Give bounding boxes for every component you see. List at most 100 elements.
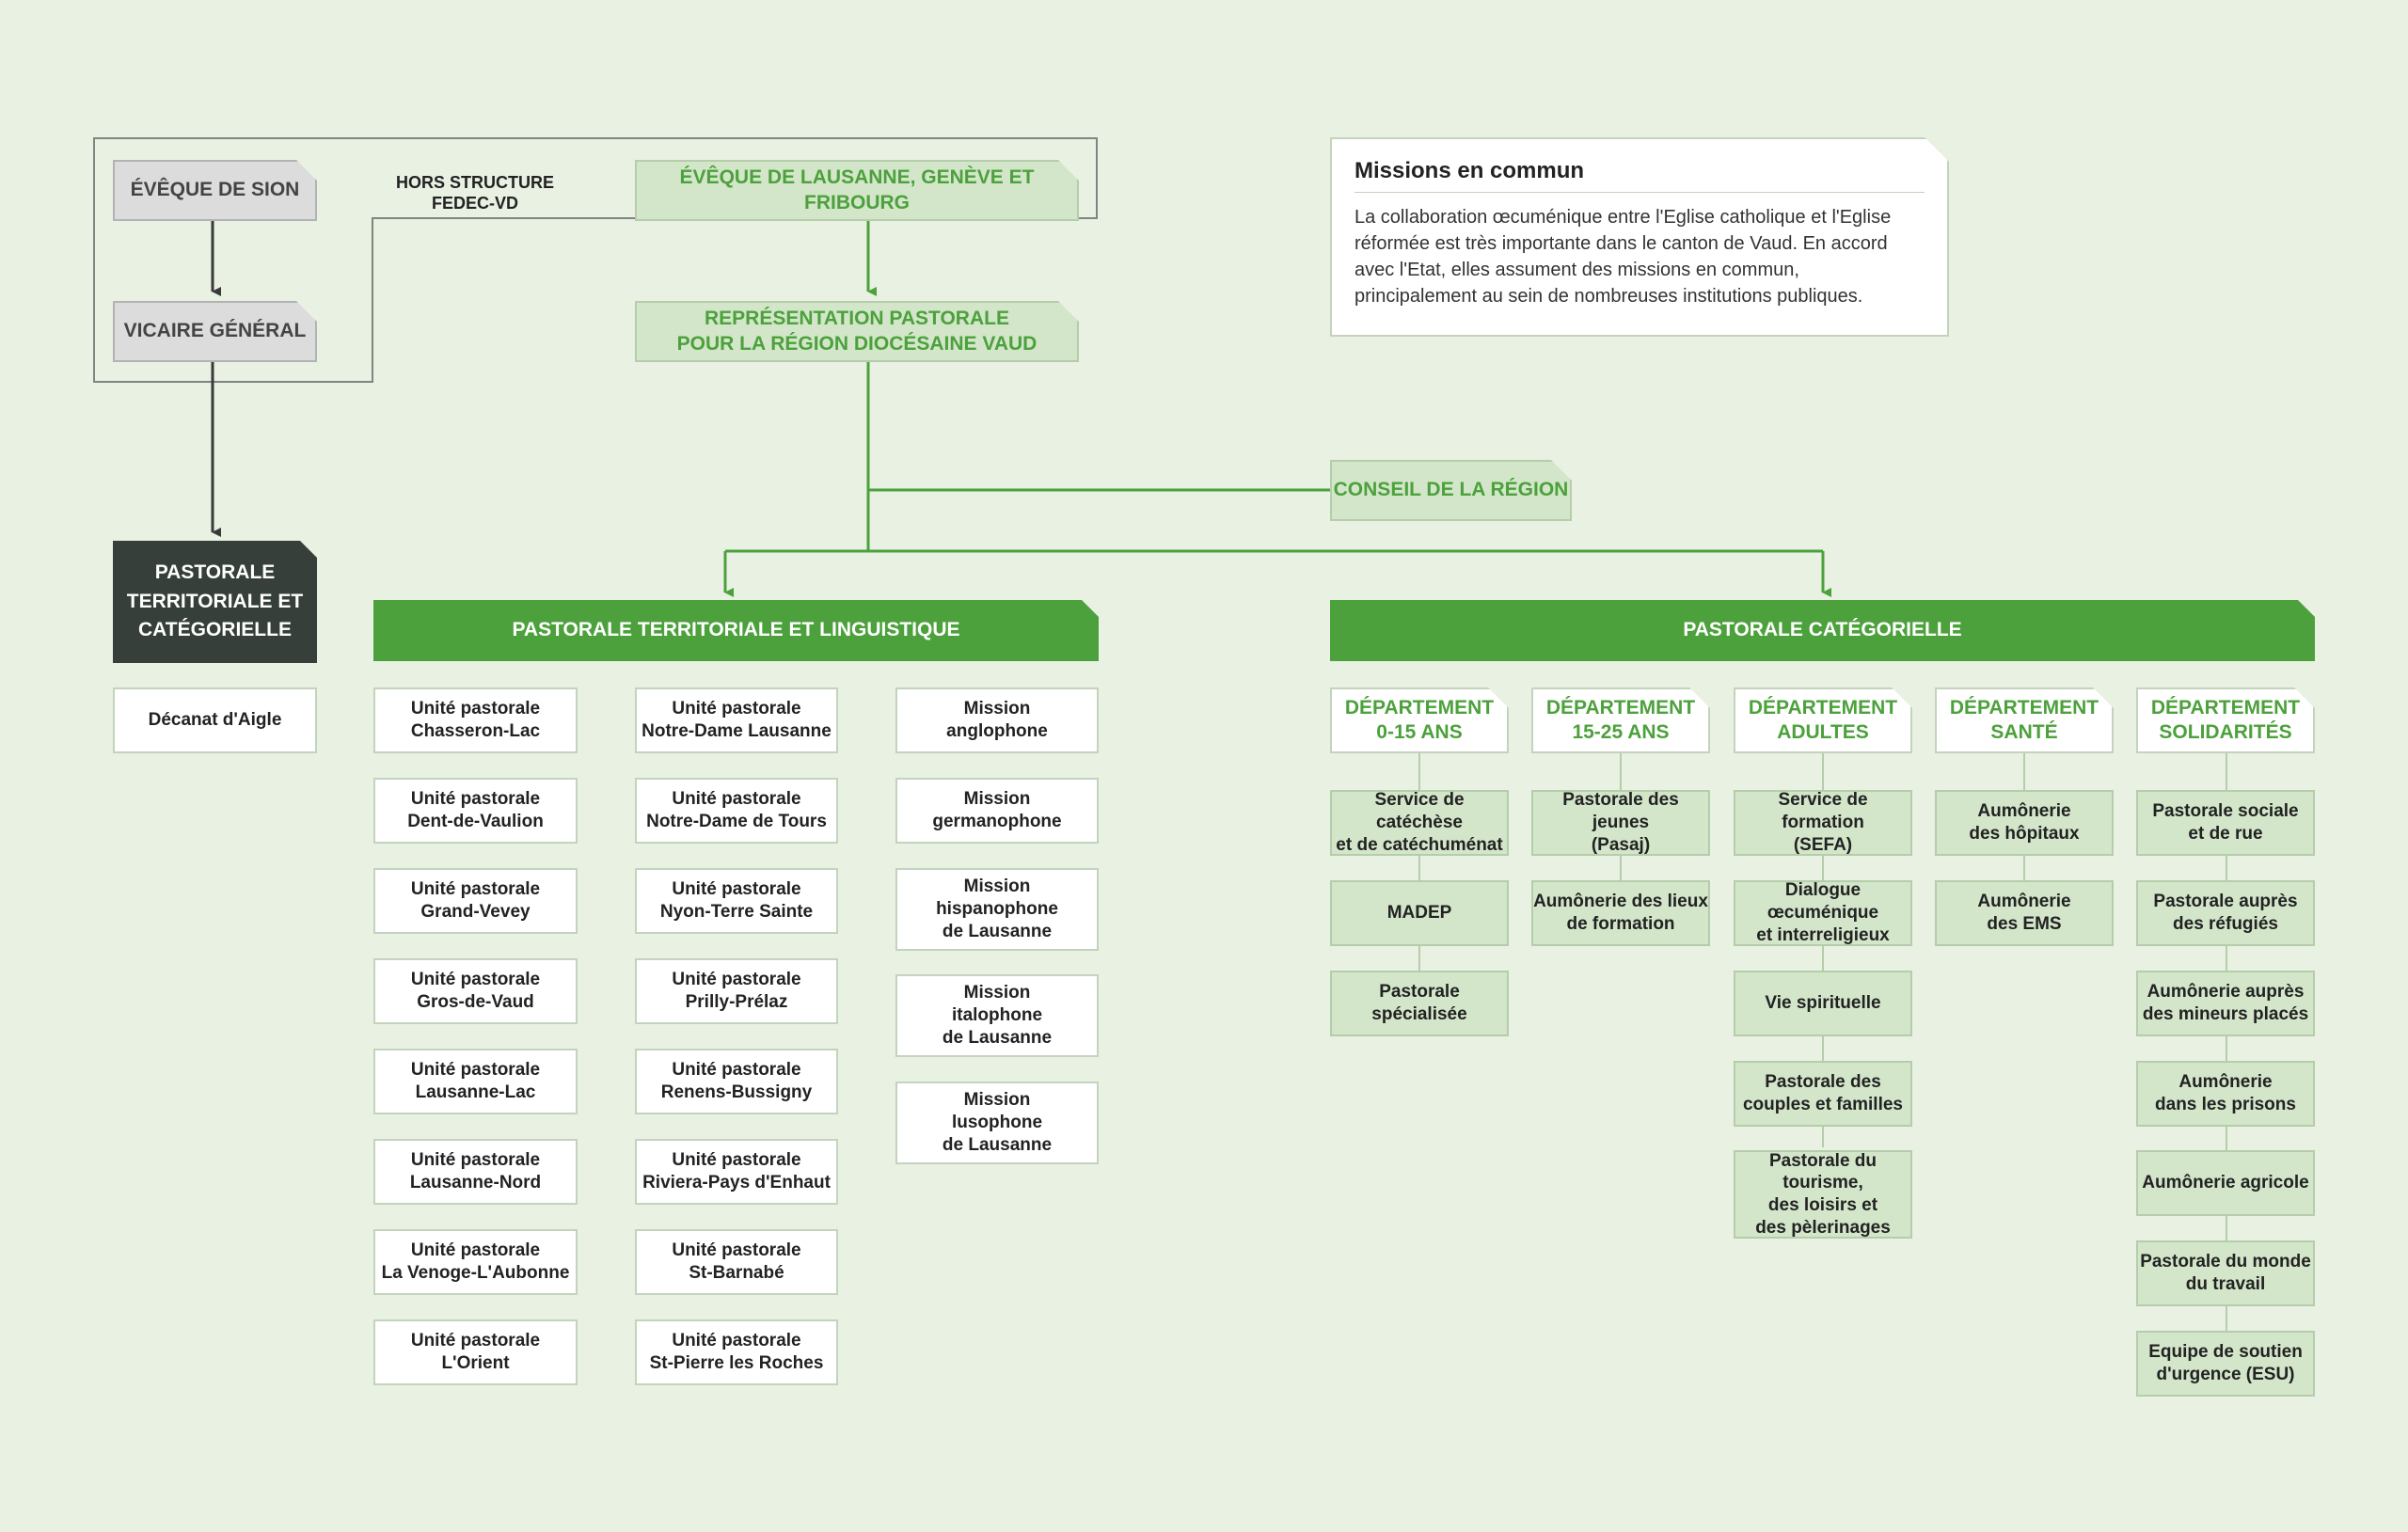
service-label: Aumônerie agricole — [2142, 1173, 2309, 1193]
unite-pastorale-box: Unité pastorale St-Barnabé — [635, 1229, 838, 1295]
mission-linguistique-label: Mission anglophone — [946, 699, 1048, 741]
unite-pastorale-label: Unité pastorale Riviera-Pays d'Enhaut — [642, 1150, 831, 1192]
departement-title: DÉPARTEMENT ADULTES — [1748, 696, 1898, 743]
unite-pastorale-label: Unité pastorale Lausanne-Nord — [409, 1150, 542, 1192]
representation-pastorale-label: REPRÉSENTATION PASTORALE POUR LA RÉGION … — [676, 308, 1038, 355]
pastorale-territoriale-categorielle-box: PASTORALE TERRITORIALE ET CATÉGORIELLE — [113, 539, 319, 663]
unite-pastorale-box: Unité pastorale Notre-Dame de Tours — [635, 778, 838, 844]
service-box: Pastorale sociale et de rue — [2136, 790, 2315, 856]
mission-linguistique-box: Mission italophone de Lausanne — [895, 974, 1099, 1057]
unite-pastorale-box: Unité pastorale L'Orient — [373, 1319, 578, 1385]
eveque-de-sion-label: ÉVÊQUE DE SION — [130, 179, 300, 201]
banner-categorielle-title: PASTORALE CATÉGORIELLE — [1683, 619, 1962, 641]
unite-pastorale-label: Unité pastorale Chasseron-Lac — [410, 699, 541, 741]
mission-linguistique-box: Mission germanophone — [895, 778, 1099, 844]
service-box: Service de catéchèse et de catéchuménat — [1330, 790, 1509, 856]
service-label: Service de catéchèse et de catéchuménat — [1336, 790, 1503, 855]
service-box: Aumônerie dans les prisons — [2136, 1061, 2315, 1127]
unite-pastorale-box: Unité pastorale Lausanne-Nord — [373, 1139, 578, 1205]
unite-pastorale-label: Unité pastorale Dent-de-Vaulion — [407, 789, 544, 831]
service-label: Pastorale du monde du travail — [2140, 1252, 2311, 1294]
missions-en-commun-box: Missions en commun La collaboration œcum… — [1330, 137, 1949, 337]
service-box: MADEP — [1330, 880, 1509, 946]
service-box: Aumônerie des hôpitaux — [1935, 790, 2114, 856]
missions-en-commun-text: La collaboration œcuménique entre l'Egli… — [1354, 207, 1892, 307]
hors-structure-label-box: HORS STRUCTURE FEDEC-VD — [381, 165, 569, 221]
service-box: Pastorale des jeunes (Pasaj) — [1531, 790, 1710, 856]
service-label: Aumônerie des hôpitaux — [1969, 801, 2080, 844]
banner-territoriale-title: PASTORALE TERRITORIALE ET LINGUISTIQUE — [512, 619, 960, 641]
unite-pastorale-label: Unité pastorale Grand-Vevey — [410, 879, 541, 922]
unite-pastorale-box: Unité pastorale Prilly-Prélaz — [635, 958, 838, 1024]
unite-pastorale-label: Unité pastorale Gros-de-Vaud — [410, 970, 541, 1012]
unite-pastorale-box: Unité pastorale Nyon-Terre Sainte — [635, 868, 838, 934]
eveque-lgf-label: ÉVÊQUE DE LAUSANNE, GENÈVE ET FRIBOURG — [679, 166, 1035, 213]
service-box: Vie spirituelle — [1734, 971, 1912, 1036]
mission-linguistique-label: Mission lusophone de Lausanne — [942, 1090, 1053, 1155]
unite-pastorale-box: Unité pastorale Gros-de-Vaud — [373, 958, 578, 1024]
unite-pastorale-label: Unité pastorale St-Barnabé — [672, 1240, 801, 1283]
unite-pastorale-box: Unité pastorale Notre-Dame Lausanne — [635, 687, 838, 753]
service-box: Pastorale du monde du travail — [2136, 1240, 2315, 1306]
mission-linguistique-box: Mission hispanophone de Lausanne — [895, 868, 1099, 951]
service-label: Pastorale spécialisée — [1371, 982, 1467, 1024]
mission-linguistique-label: Mission italophone de Lausanne — [942, 983, 1053, 1048]
pastorale-territoriale-categorielle-label: PASTORALE TERRITORIALE ET CATÉGORIELLE — [126, 561, 304, 641]
service-label: Pastorale des couples et familles — [1742, 1072, 1903, 1114]
service-label: Pastorale auprès des réfugiés — [2153, 892, 2298, 934]
service-label: Vie spirituelle — [1765, 993, 1881, 1014]
service-label: Service de formation (SEFA) — [1778, 790, 1868, 855]
service-label: MADEP — [1386, 903, 1452, 924]
service-label: Aumônerie auprès des mineurs placés — [2142, 982, 2309, 1024]
banner-territoriale-linguistique: PASTORALE TERRITORIALE ET LINGUISTIQUE — [373, 598, 1101, 661]
banner-categorielle: PASTORALE CATÉGORIELLE — [1330, 598, 2317, 661]
unite-pastorale-label: Unité pastorale L'Orient — [410, 1331, 541, 1373]
unite-pastorale-label: Unité pastorale Nyon-Terre Sainte — [659, 879, 814, 922]
vicaire-general-label: VICAIRE GÉNÉRAL — [123, 320, 307, 342]
service-label: Pastorale des jeunes (Pasaj) — [1562, 790, 1679, 855]
departement-sante-box: DÉPARTEMENT SANTÉ — [1935, 687, 2114, 753]
conseil-region-label: CONSEIL DE LA RÉGION — [1333, 479, 1569, 501]
service-label: Pastorale sociale et de rue — [2152, 801, 2299, 844]
unite-pastorale-box: Unité pastorale Dent-de-Vaulion — [373, 778, 578, 844]
unite-pastorale-label: Unité pastorale La Venoge-L'Aubonne — [381, 1240, 570, 1283]
unite-pastorale-label: Unité pastorale Notre-Dame de Tours — [646, 789, 827, 831]
service-box: Pastorale spécialisée — [1330, 971, 1509, 1036]
service-box: Aumônerie auprès des mineurs placés — [2136, 971, 2315, 1036]
service-box: Aumônerie agricole — [2136, 1150, 2315, 1216]
departement-title: DÉPARTEMENT SANTÉ — [1949, 696, 2099, 743]
vicaire-general-box: VICAIRE GÉNÉRAL — [113, 301, 317, 362]
unite-pastorale-label: Unité pastorale Prilly-Prélaz — [672, 970, 801, 1012]
decanat-aigle-box: Décanat d'Aigle — [113, 687, 317, 753]
unite-pastorale-box: Unité pastorale Riviera-Pays d'Enhaut — [635, 1139, 838, 1205]
service-box: Pastorale du tourisme, des loisirs et de… — [1734, 1150, 1912, 1239]
departement-title: DÉPARTEMENT 0-15 ANS — [1344, 696, 1495, 743]
service-label: Pastorale du tourisme, des loisirs et de… — [1755, 1150, 1891, 1238]
mission-linguistique-box: Mission anglophone — [895, 687, 1099, 753]
unite-pastorale-box: Unité pastorale Grand-Vevey — [373, 868, 578, 934]
unite-pastorale-label: Unité pastorale Notre-Dame Lausanne — [642, 699, 832, 741]
service-label: Equipe de soutien d'urgence (ESU) — [2148, 1342, 2303, 1384]
departement-0-15-box: DÉPARTEMENT 0-15 ANS — [1330, 687, 1509, 753]
unite-pastorale-box: Unité pastorale St-Pierre les Roches — [635, 1319, 838, 1385]
hors-structure-label: HORS STRUCTURE FEDEC-VD — [395, 172, 554, 213]
missions-en-commun-title: Missions en commun — [1354, 158, 1925, 193]
representation-pastorale-box: REPRÉSENTATION PASTORALE POUR LA RÉGION … — [635, 301, 1079, 362]
service-box: Aumônerie des EMS — [1935, 880, 2114, 946]
mission-linguistique-box: Mission lusophone de Lausanne — [895, 1082, 1099, 1164]
service-label: Aumônerie des lieux de formation — [1533, 892, 1708, 934]
eveque-lgf-box: ÉVÊQUE DE LAUSANNE, GENÈVE ET FRIBOURG — [635, 160, 1079, 221]
service-label: Dialogue œcuménique et interreligieux — [1756, 880, 1890, 945]
departement-adultes-box: DÉPARTEMENT ADULTES — [1734, 687, 1912, 753]
mission-linguistique-label: Mission hispanophone de Lausanne — [936, 877, 1058, 941]
unite-pastorale-label: Unité pastorale Lausanne-Lac — [410, 1060, 541, 1102]
unite-pastorale-box: Unité pastorale Renens-Bussigny — [635, 1049, 838, 1114]
service-label: Aumônerie des EMS — [1977, 892, 2071, 934]
service-box: Equipe de soutien d'urgence (ESU) — [2136, 1331, 2315, 1397]
unite-pastorale-box: Unité pastorale Chasseron-Lac — [373, 687, 578, 753]
conseil-region-box: CONSEIL DE LA RÉGION — [1330, 460, 1572, 521]
service-label: Aumônerie dans les prisons — [2155, 1072, 2296, 1114]
unite-pastorale-label: Unité pastorale Renens-Bussigny — [660, 1060, 813, 1102]
decanat-aigle-label: Décanat d'Aigle — [148, 710, 282, 731]
